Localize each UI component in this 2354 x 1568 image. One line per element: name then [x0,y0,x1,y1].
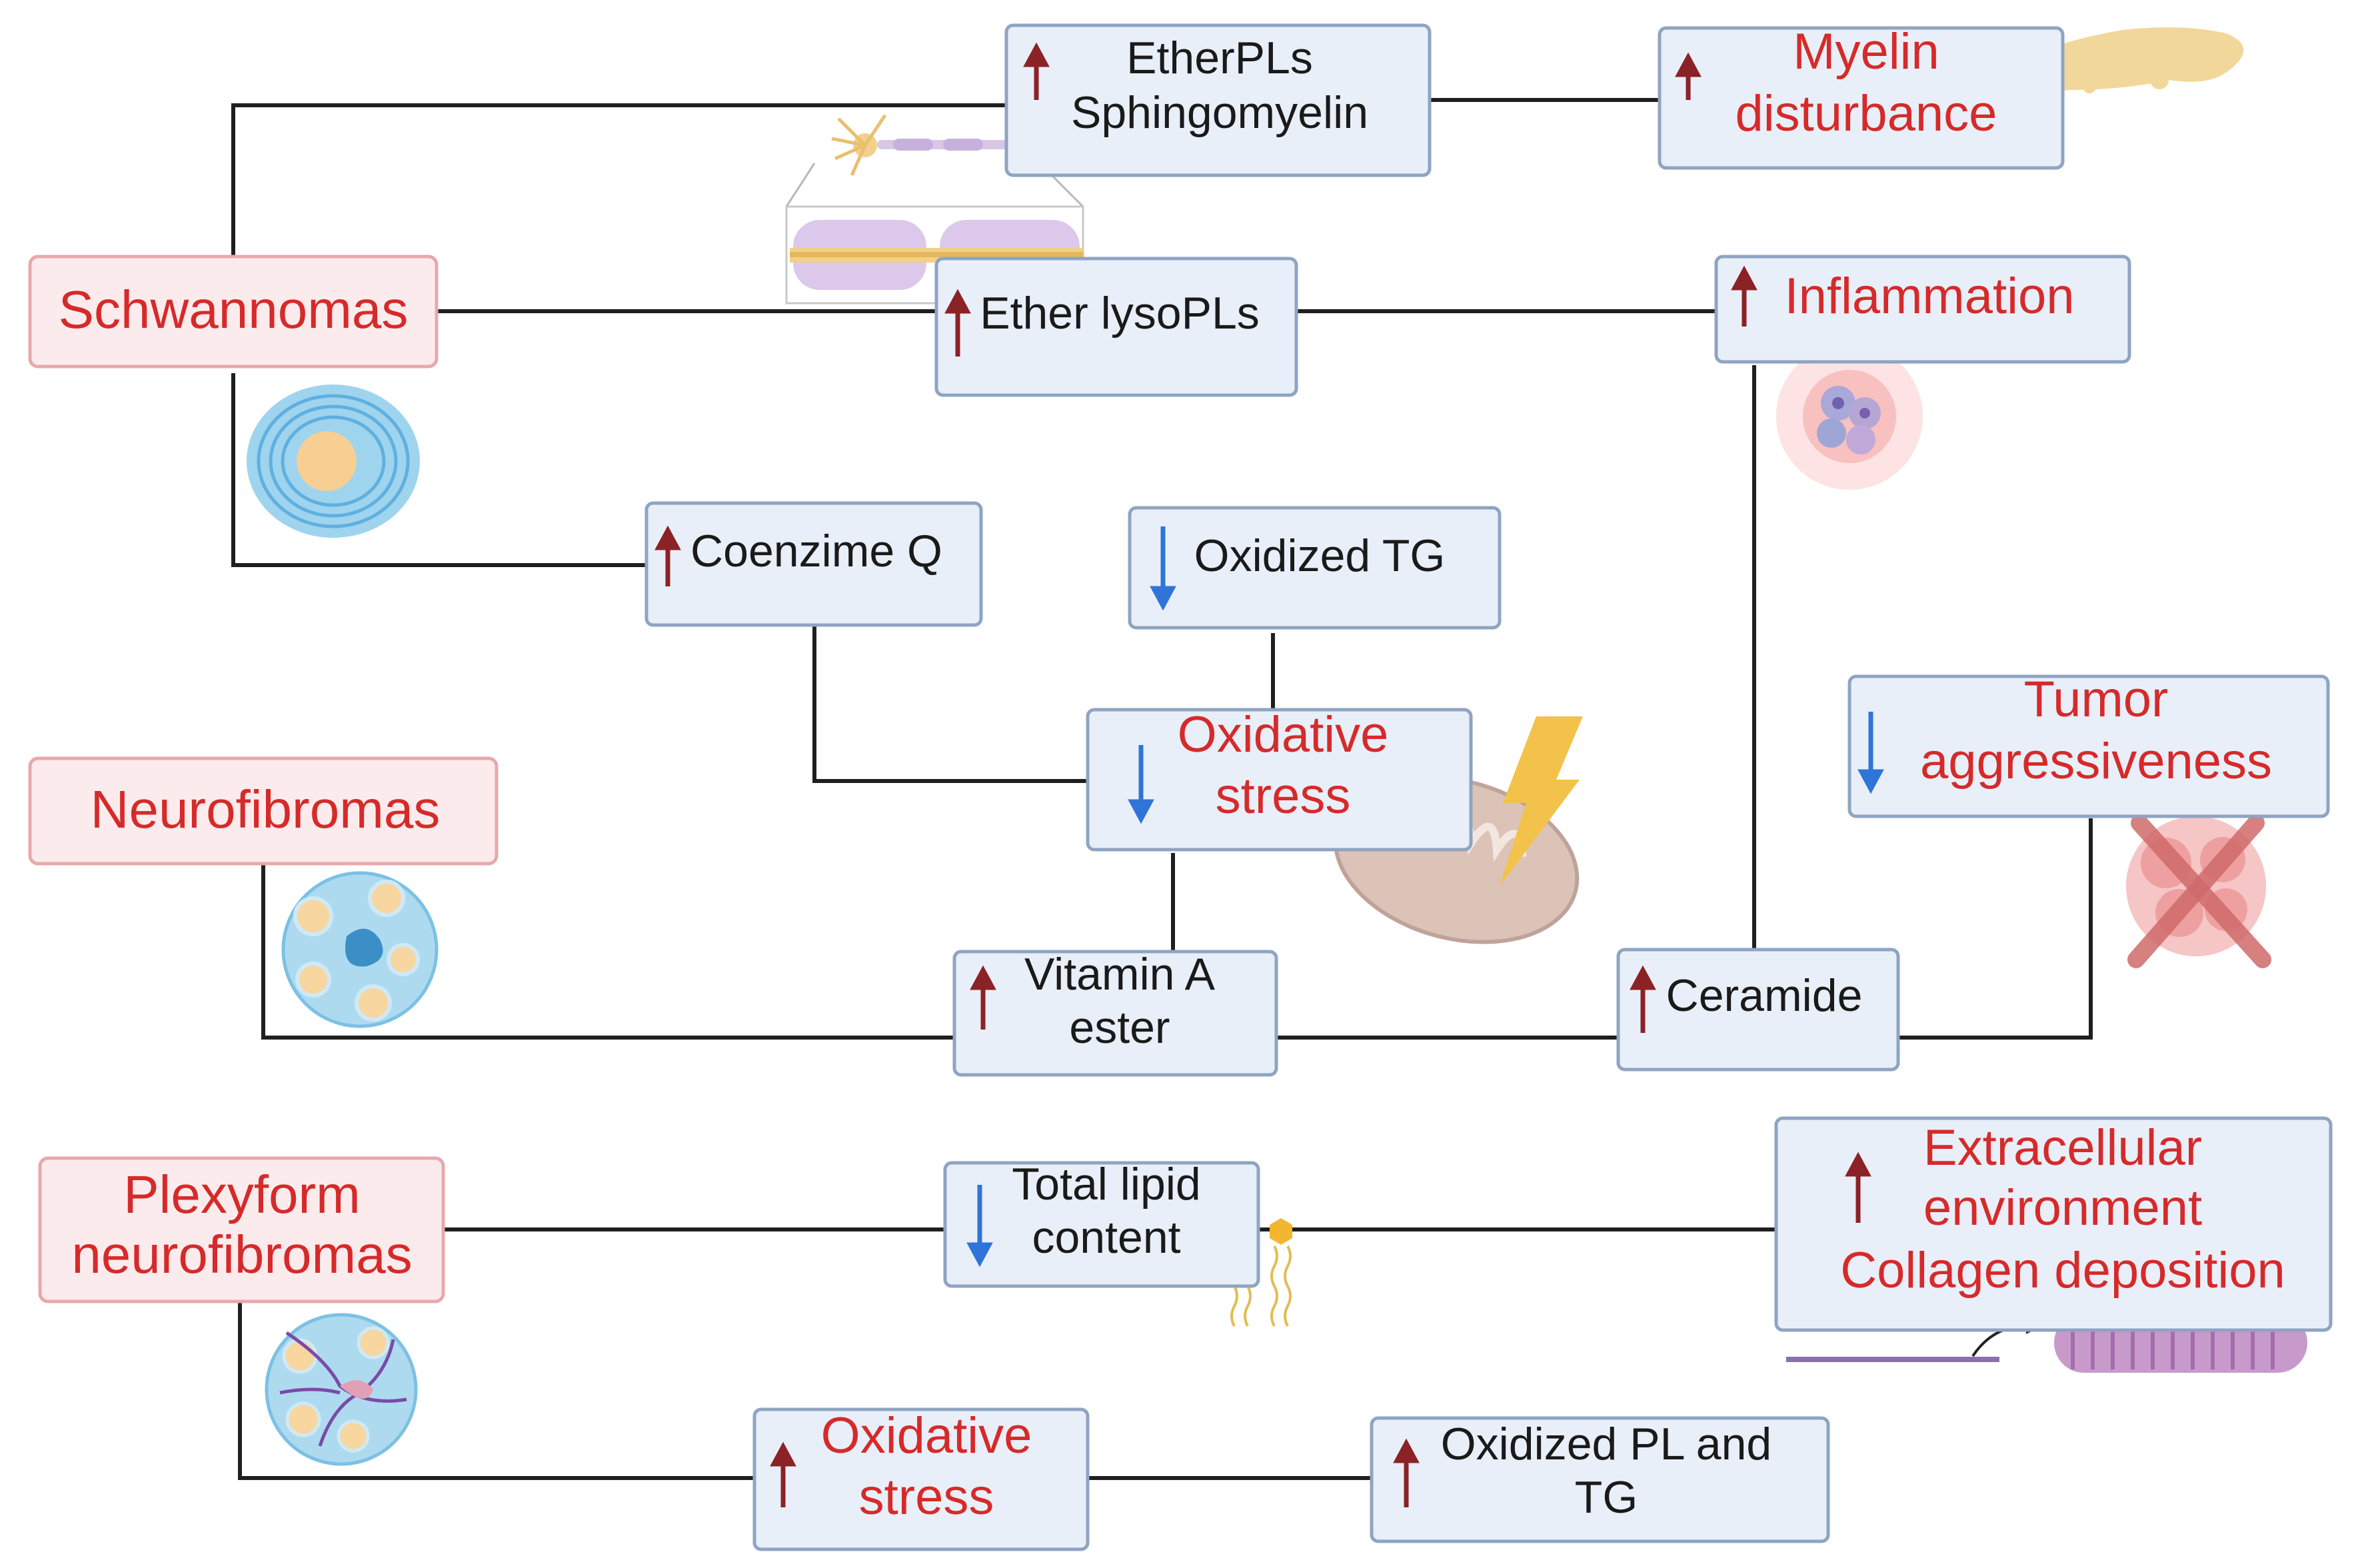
up-arrow-icon [970,965,996,1030]
up-arrow-icon [1630,965,1656,1033]
node-label-inflammation: Inflammation [1784,268,2074,325]
node-label-ether-lysopls: Ether lysoPLs [980,288,1260,339]
up-arrow-icon [1731,265,1758,327]
disease-label-neurofibromas: Neurofibromas [91,780,441,839]
disease-label-plexyform: Plexyform [123,1165,361,1224]
node-box-oxidized-pl-tg[interactable] [1370,1416,1830,1543]
boxes [28,23,2333,1551]
node-label-oxidative-stress-2: Oxidative [821,1407,1032,1464]
lightning-icon [1500,716,1583,886]
disease-box-plexyform[interactable] [38,1156,445,1303]
down-arrow-icon [1857,712,1884,794]
connector-ceramide-tumor [1898,818,2093,1040]
down-arrow-icon [1128,745,1154,824]
connector-lines [231,98,2093,1480]
neurofibroma-cell-icon [281,871,439,1028]
node-label-vitamin-a: ester [1069,1002,1170,1053]
up-arrow-icon [1845,1152,1871,1223]
node-box-inflammation[interactable] [1714,255,2131,364]
up-arrow-icon [944,289,971,357]
connector-schwannomas-etherpls [231,103,1006,257]
node-box-vitamin-a[interactable] [952,950,1278,1077]
node-box-coenzime-q[interactable] [644,501,983,627]
direction-arrows [654,42,1884,1507]
node-box-extracellular[interactable] [1774,1116,2333,1332]
node-box-ether-lysopls[interactable] [934,257,1298,397]
node-label-total-lipid: Total lipid [1012,1159,1201,1209]
node-label-tumor-aggr: aggressiveness [1920,733,2272,790]
disease-label-plexyform: neurofibromas [71,1225,412,1284]
up-arrow-icon [1023,42,1050,100]
node-label-oxidative-stress-1: stress [1216,768,1351,824]
node-box-total-lipid[interactable] [943,1161,1260,1288]
node-label-tumor-aggr: Tumor [2024,671,2169,728]
node-label-extracellular: Extracellular [1923,1120,2202,1176]
connector-coenzimeq-oxstress [812,625,1088,783]
up-arrow-icon [1675,52,1702,100]
node-box-oxidative-stress-2[interactable] [752,1407,1090,1551]
node-label-ceramide: Ceramide [1666,970,1863,1021]
node-label-extracellular: environment [1923,1179,2202,1236]
node-label-oxidized-tg: Oxidized TG [1194,530,1446,581]
disease-box-neurofibromas[interactable] [28,756,499,866]
node-label-oxidized-pl-tg: TG [1575,1472,1638,1523]
disease-box-schwannomas[interactable] [28,255,439,369]
up-arrow-icon [1393,1438,1420,1507]
down-arrow-icon [966,1185,993,1267]
node-label-coenzime-q: Coenzime Q [690,526,942,576]
node-label-oxidative-stress-2: stress [859,1469,994,1525]
node-label-etherpls: Sphingomyelin [1071,87,1368,138]
node-box-oxidized-tg[interactable] [1128,506,1502,630]
down-arrow-icon [1150,526,1176,611]
node-label-etherpls: EtherPLs [1126,33,1313,83]
up-arrow-icon [654,525,681,586]
connector-neurofibromas-vitamina [261,864,954,1040]
node-label-vitamin-a: Vitamin A [1024,949,1216,1000]
plexiform-cell-icon [265,1313,418,1466]
node-box-tumor-aggressiveness[interactable] [1847,674,2330,818]
node-labels: SchwannomasNeurofibromasPlexyformneurofi… [59,23,2285,1525]
node-label-extracellular: Collagen deposition [1840,1242,2285,1299]
immune-cells-icon [1776,343,1923,490]
node-box-myelin[interactable] [1658,26,2065,170]
connector-plexyform-oxstress [238,1303,754,1480]
schwann-cell-icon [247,385,420,538]
node-label-total-lipid: content [1032,1212,1180,1263]
node-label-oxidized-pl-tg: Oxidized PL and [1441,1419,1771,1469]
tumor-cross-icon [2126,814,2271,968]
node-label-oxidative-stress-1: Oxidative [1178,706,1389,763]
node-box-etherpls[interactable] [1004,23,1432,177]
node-box-ceramide[interactable] [1616,948,1900,1072]
disease-label-schwannomas: Schwannomas [59,280,409,339]
connector-schwannomas-coenzimeq [231,373,646,567]
node-label-myelin: Myelin [1793,23,1939,80]
up-arrow-icon [770,1441,796,1507]
node-label-myelin: disturbance [1736,85,1997,142]
node-box-oxidative-stress-1[interactable] [1086,708,1473,852]
